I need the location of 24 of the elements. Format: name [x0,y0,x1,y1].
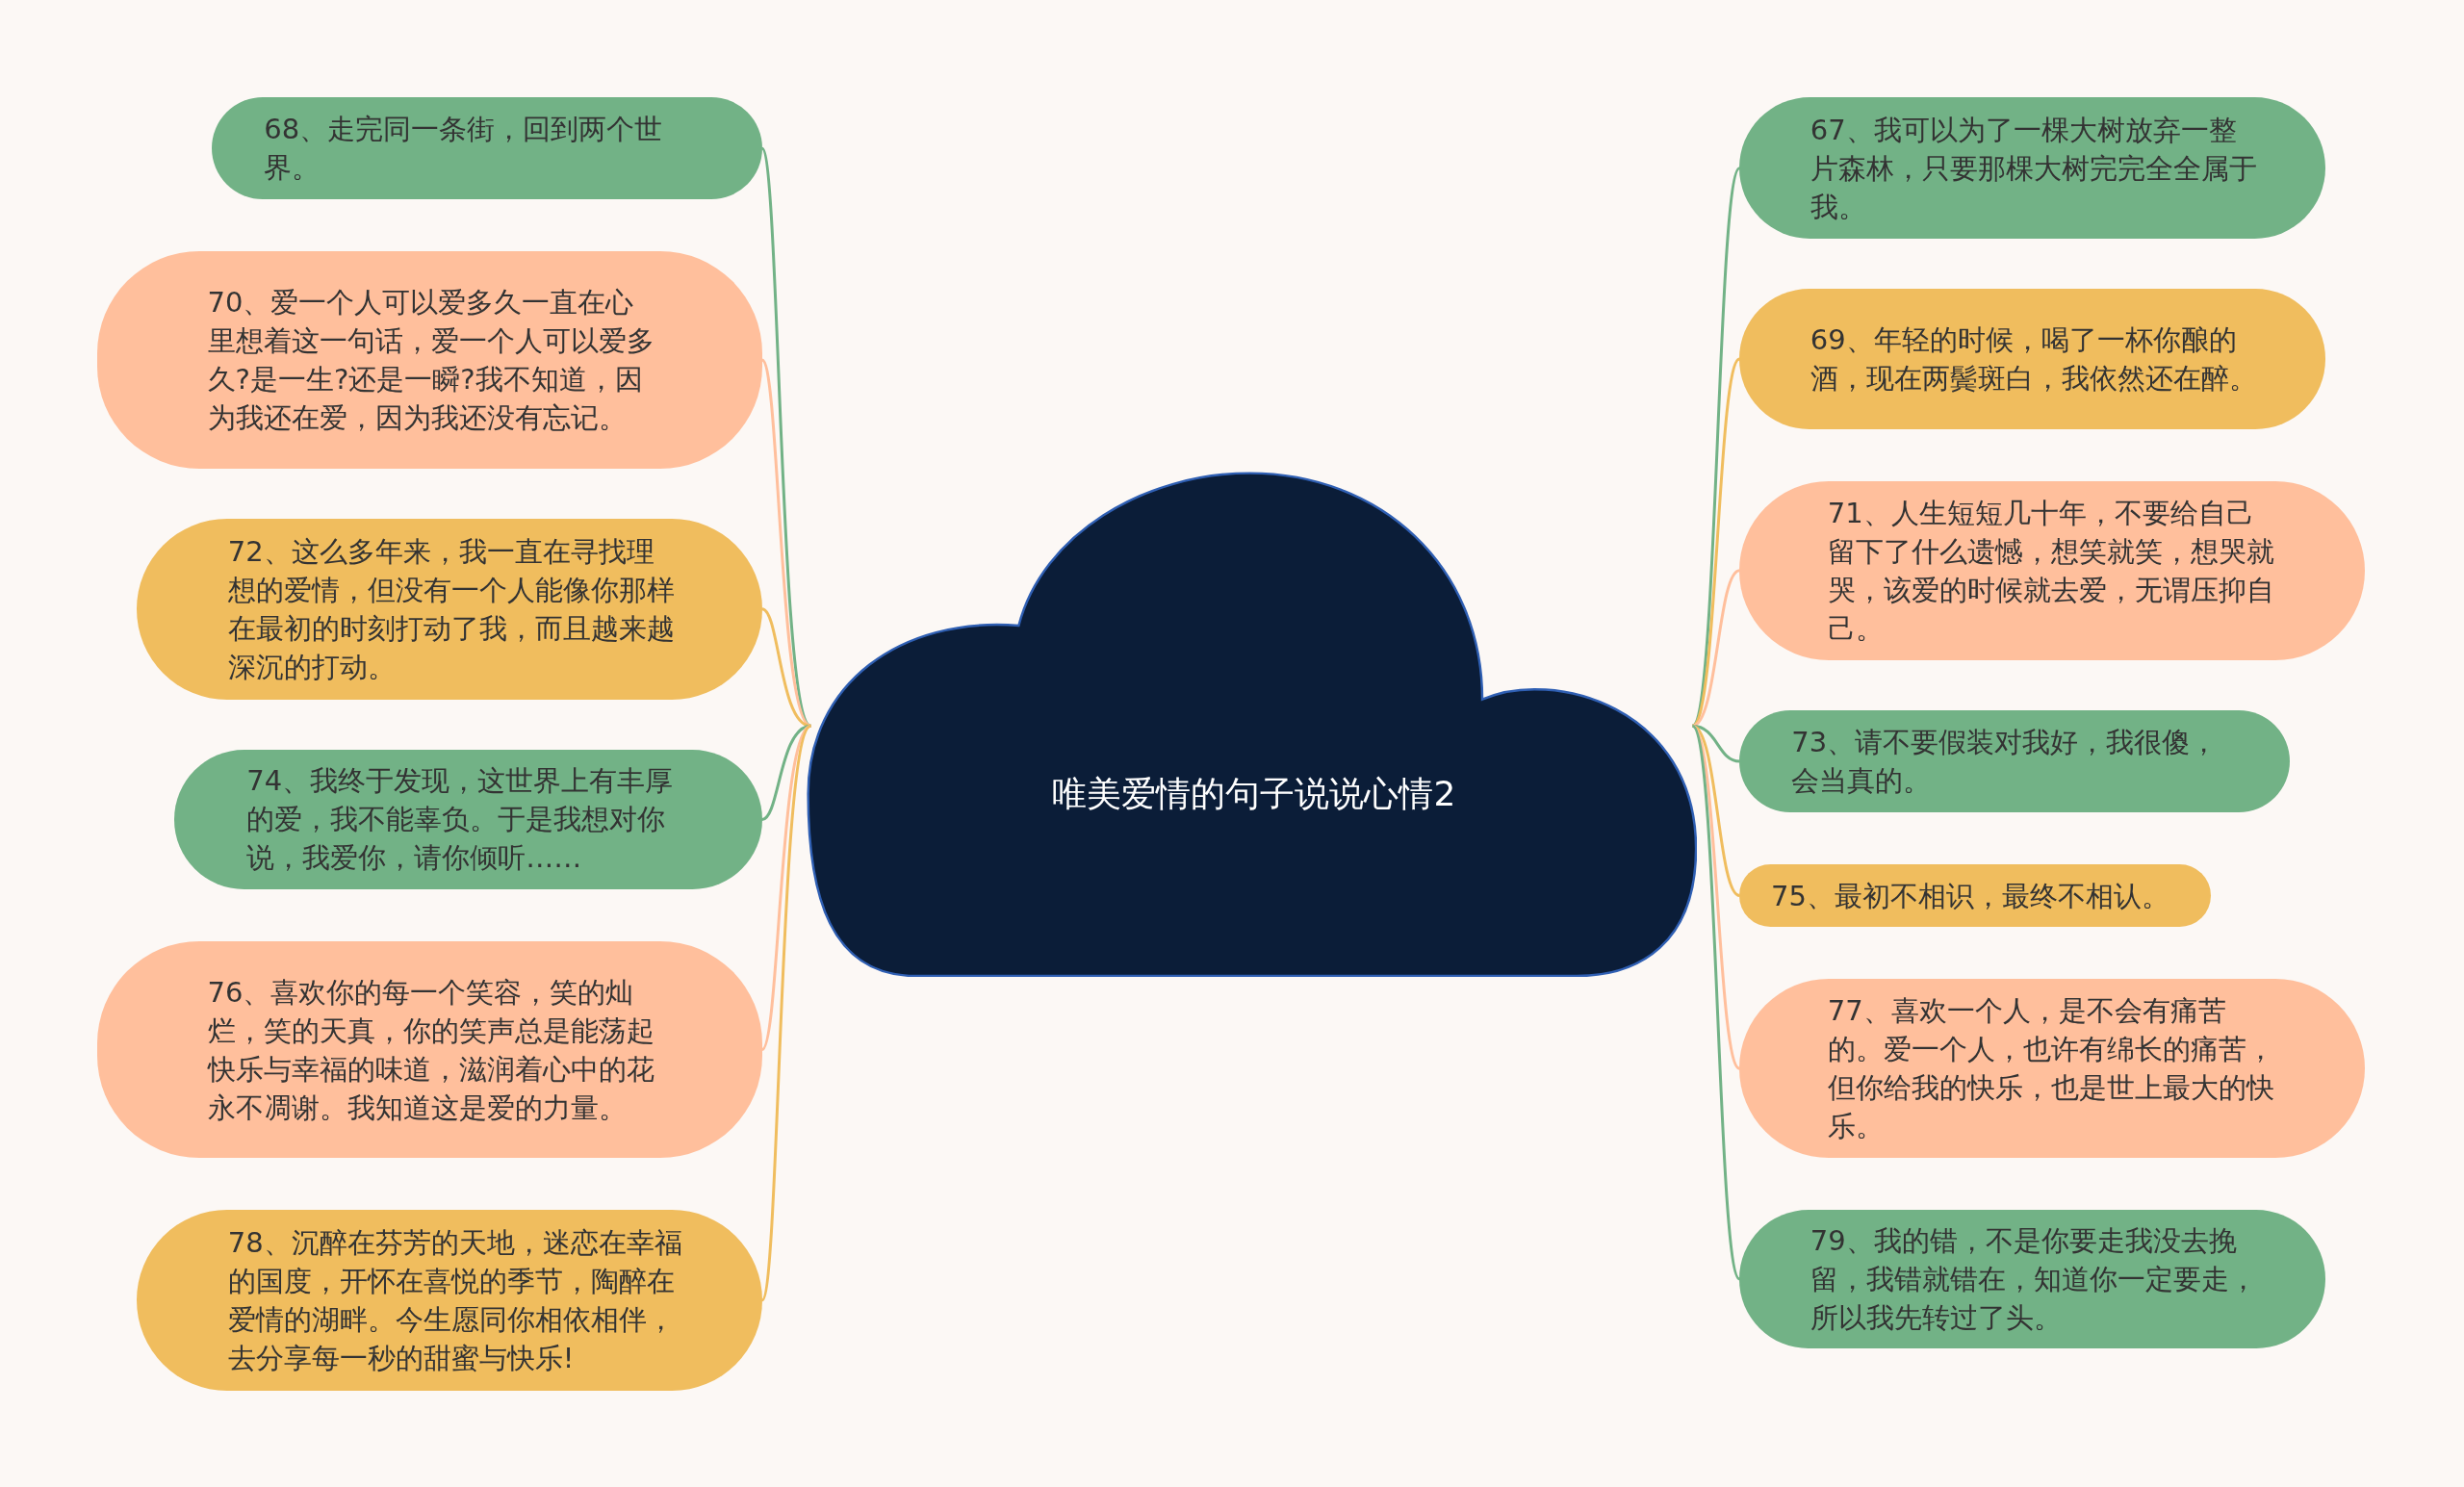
text-bubble: 77、喜欢一个人，是不会有痛苦的。爱一个人，也许有绵长的痛苦，但你给我的快乐，也是世上最大的快乐。 [1739,979,2366,1159]
text-bubble: 76、喜欢你的每一个笑容，笑的灿烂，笑的天真，你的笑声总是能荡起快乐与幸福的味道，滋润着心中的花永不凋谢。我知道这是爱的力量。 [97,940,762,1159]
connector-line [1691,358,1741,728]
text-bubble: 71、人生短短几十年，不要给自己留下了什么遗憾，想笑就笑，想哭就哭，该爱的时候就去爱，无谓压抑自己。 [1739,480,2366,660]
title-text: 唯美爱情的句子说说心情2 [1051,773,1457,816]
connector-line [761,724,811,821]
connector-line [1691,569,1741,728]
text-bubble: 74、我终于发现，这世界上有丰厚的爱，我不能辜负。于是我想对你说，我爱你，请你倾听…… [174,749,762,890]
text-bubble: 75、最初不相识，最终不相认。 [1739,863,2212,928]
connector-line [1692,724,1740,763]
connector-line [1691,725,1741,1070]
connector-line [1691,725,1741,1280]
text-bubble: 69、年轻的时候，喝了一杯你酿的酒，现在两鬓斑白，我依然还在醉。 [1739,289,2326,429]
text-bubble: 68、走完同一条街，回到两个世界。 [212,97,762,200]
connector-line [760,359,812,728]
text-bubble: 67、我可以为了一棵大树放弃一整片森林，只要那棵大树完完全全属于我。 [1739,97,2326,240]
connector-line [760,147,812,728]
connector-line [760,725,812,1301]
text-bubble: 79、我的错，不是你要走我没去挽留，我错就错在，知道你一定要走，所以我先转过了头。 [1739,1210,2326,1348]
text-bubble: 73、请不要假装对我好，我很傻，会当真的。 [1739,709,2290,813]
connector-line [761,607,811,728]
text-bubble: 72、这么多年来，我一直在寻找理想的爱情，但没有一个人能像你那样在最初的时刻打动了我，而且越来越深沉的打动。 [137,518,762,700]
text-bubble: 70、爱一个人可以爱多久一直在心里想着这一句话，爱一个人可以爱多久?是一生?还是一瞬?我不知道，因为我还在爱，因为我还没有忘记。 [97,251,762,469]
text-bubble: 78、沉醉在芬芳的天地，迷恋在幸福的国度，开怀在喜悦的季节，陶醉在爱情的湖畔。今生愿同你相依相伴，去分享每一秒的甜蜜与快乐! [137,1210,762,1391]
